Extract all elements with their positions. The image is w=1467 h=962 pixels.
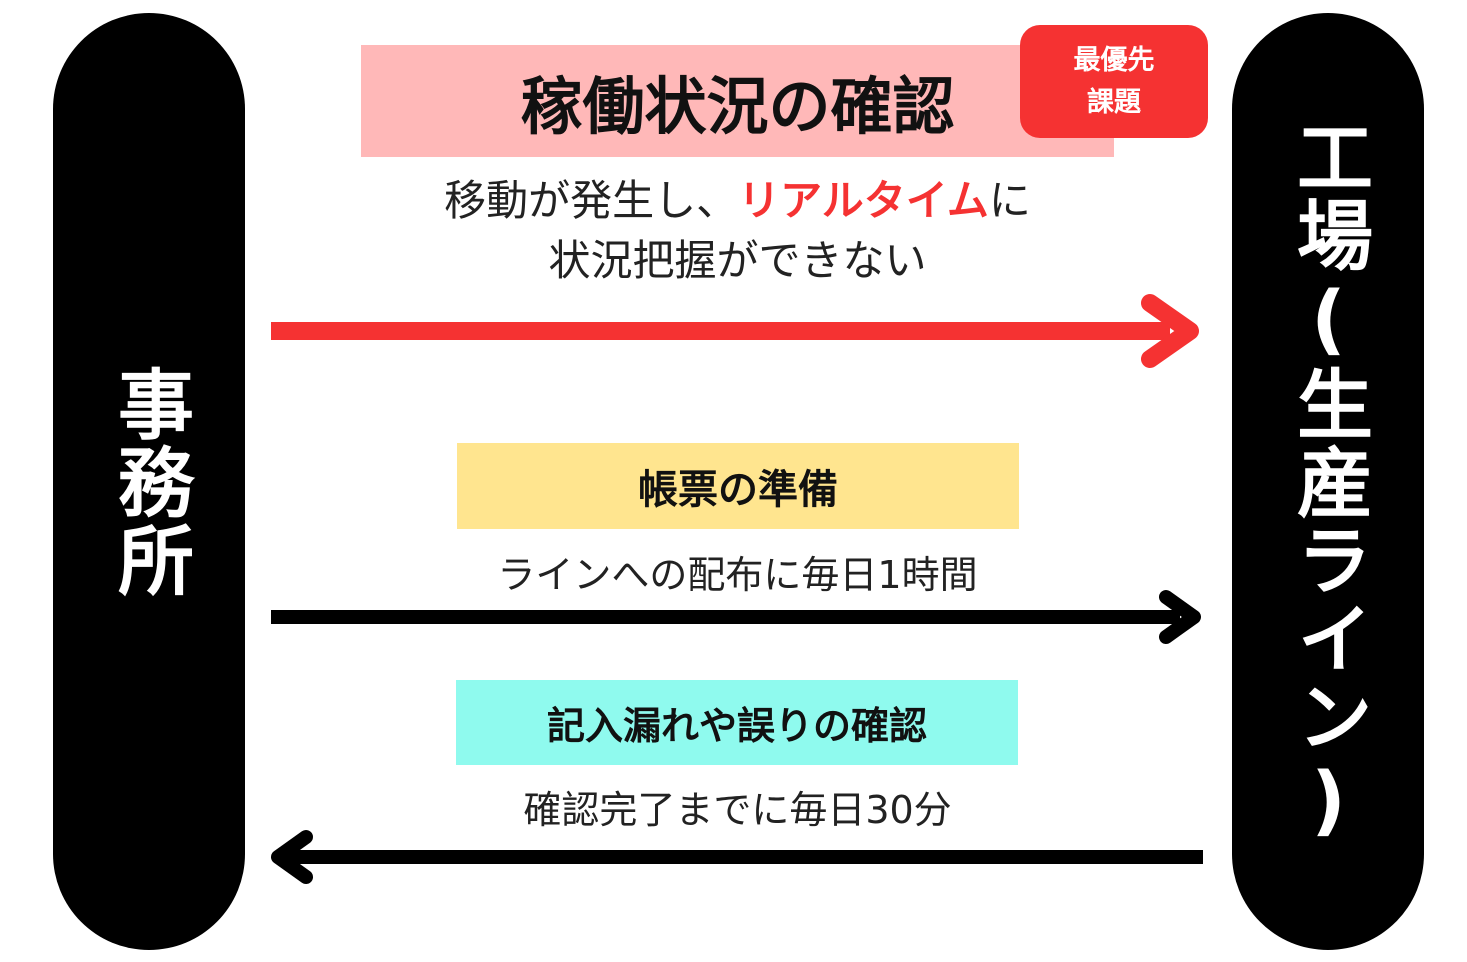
description-line-1: 移動が発生し、リアルタイムに — [361, 171, 1114, 231]
top-priority-badge: 最優先 課題 — [1020, 25, 1208, 138]
red-arrow-right — [271, 294, 1199, 368]
description-text-end: に — [988, 176, 1031, 225]
realtime-highlight: リアルタイム — [738, 176, 989, 225]
factory-pill: 工場(生産ライン) — [1232, 13, 1424, 950]
black-arrow-right — [271, 590, 1201, 644]
badge-line-2: 課題 — [1087, 86, 1141, 118]
description-line-2: 状況把握ができない — [548, 236, 927, 285]
status-check-title-box: 稼働状況の確認 — [361, 45, 1114, 157]
badge-line-1: 最優先 — [1073, 44, 1155, 76]
status-check-description: 移動が発生し、リアルタイムに 状況把握ができない — [361, 171, 1114, 291]
status-check-title: 稼働状況の確認 — [520, 70, 955, 143]
black-arrow-left — [271, 830, 1203, 884]
description-text: 移動が発生し、 — [444, 176, 739, 225]
error-check-title: 記入漏れや誤りの確認 — [546, 704, 927, 748]
form-preparation-description: ラインへの配布に毎日1時間 — [497, 553, 978, 597]
form-preparation-title-box: 帳票の準備 — [457, 443, 1019, 529]
office-pill: 事務所 — [53, 13, 245, 950]
form-preparation-title: 帳票の準備 — [638, 467, 838, 513]
error-check-title-box: 記入漏れや誤りの確認 — [456, 680, 1018, 765]
office-label: 事務所 — [105, 364, 194, 599]
factory-label: 工場(生産ライン) — [1284, 117, 1373, 846]
error-check-description: 確認完了までに毎日30分 — [523, 788, 952, 832]
